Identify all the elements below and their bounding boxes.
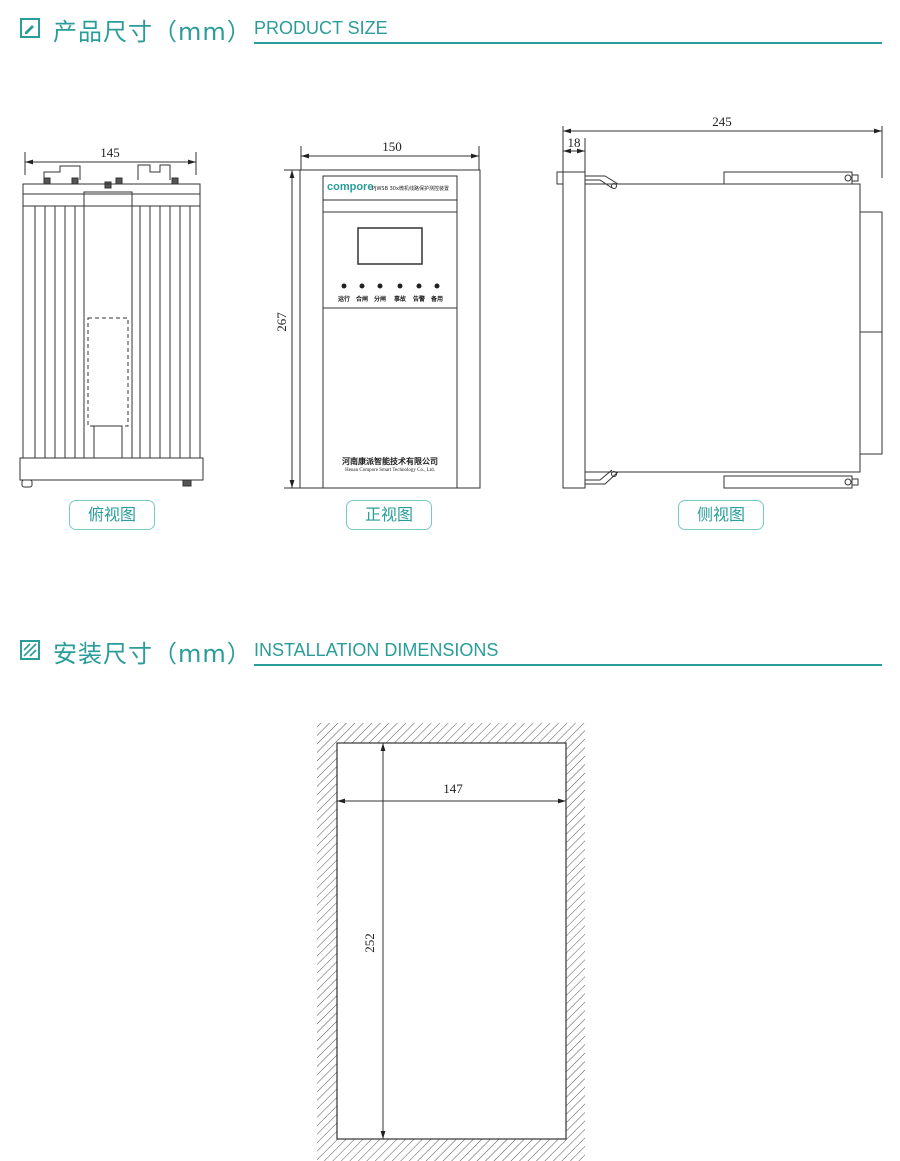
company-name-en: Henan Compore Smart Technology Co., Ltd. bbox=[345, 468, 435, 473]
top-view-drawing bbox=[19, 152, 204, 488]
install-width-dim: 147 bbox=[443, 781, 463, 796]
side-view-drawing bbox=[556, 126, 883, 489]
section-installation-dimensions: 安装尺寸（mm） INSTALLATION DIMENSIONS bbox=[20, 636, 882, 668]
section-title-en: PRODUCT SIZE bbox=[254, 18, 388, 38]
indicator-lights bbox=[341, 283, 440, 289]
top-width-dim: 145 bbox=[100, 145, 120, 160]
indicator-label: 合闸 bbox=[356, 295, 368, 303]
section-rule bbox=[254, 664, 882, 666]
front-height-dim: 267 bbox=[274, 312, 289, 332]
install-height-dim: 252 bbox=[362, 933, 377, 953]
side-flange-dim: 18 bbox=[568, 135, 581, 150]
front-width-dim: 150 bbox=[382, 139, 402, 154]
indicator-label: 运行 bbox=[338, 295, 350, 303]
model-name: PJWSB 30x微机线路保护测控装置 bbox=[372, 185, 449, 192]
section-title-cn: 产品尺寸（mm） bbox=[53, 18, 252, 46]
section-product-size: 产品尺寸（mm） PRODUCT SIZE bbox=[20, 14, 882, 46]
company-name-cn: 河南康派智能技术有限公司 bbox=[342, 456, 438, 466]
document-edit-icon bbox=[20, 18, 40, 38]
section-title-en: INSTALLATION DIMENSIONS bbox=[254, 640, 499, 660]
brand-logo: compore bbox=[327, 181, 373, 193]
crosshatch-icon bbox=[20, 640, 40, 660]
front-view-label: 正视图 bbox=[346, 500, 432, 530]
top-view-label: 俯视图 bbox=[69, 500, 155, 530]
indicator-label: 事故 bbox=[394, 295, 407, 303]
installation-cutout-drawing bbox=[317, 723, 585, 1161]
section-rule bbox=[254, 42, 882, 44]
section-title-cn: 安装尺寸（mm） bbox=[53, 640, 252, 668]
front-view-drawing bbox=[284, 146, 481, 489]
indicator-label: 分闸 bbox=[374, 295, 386, 303]
side-depth-dim: 245 bbox=[712, 114, 732, 129]
side-view-label: 侧视图 bbox=[678, 500, 764, 530]
indicator-label: 备用 bbox=[430, 295, 443, 303]
indicator-label: 告警 bbox=[413, 295, 425, 303]
